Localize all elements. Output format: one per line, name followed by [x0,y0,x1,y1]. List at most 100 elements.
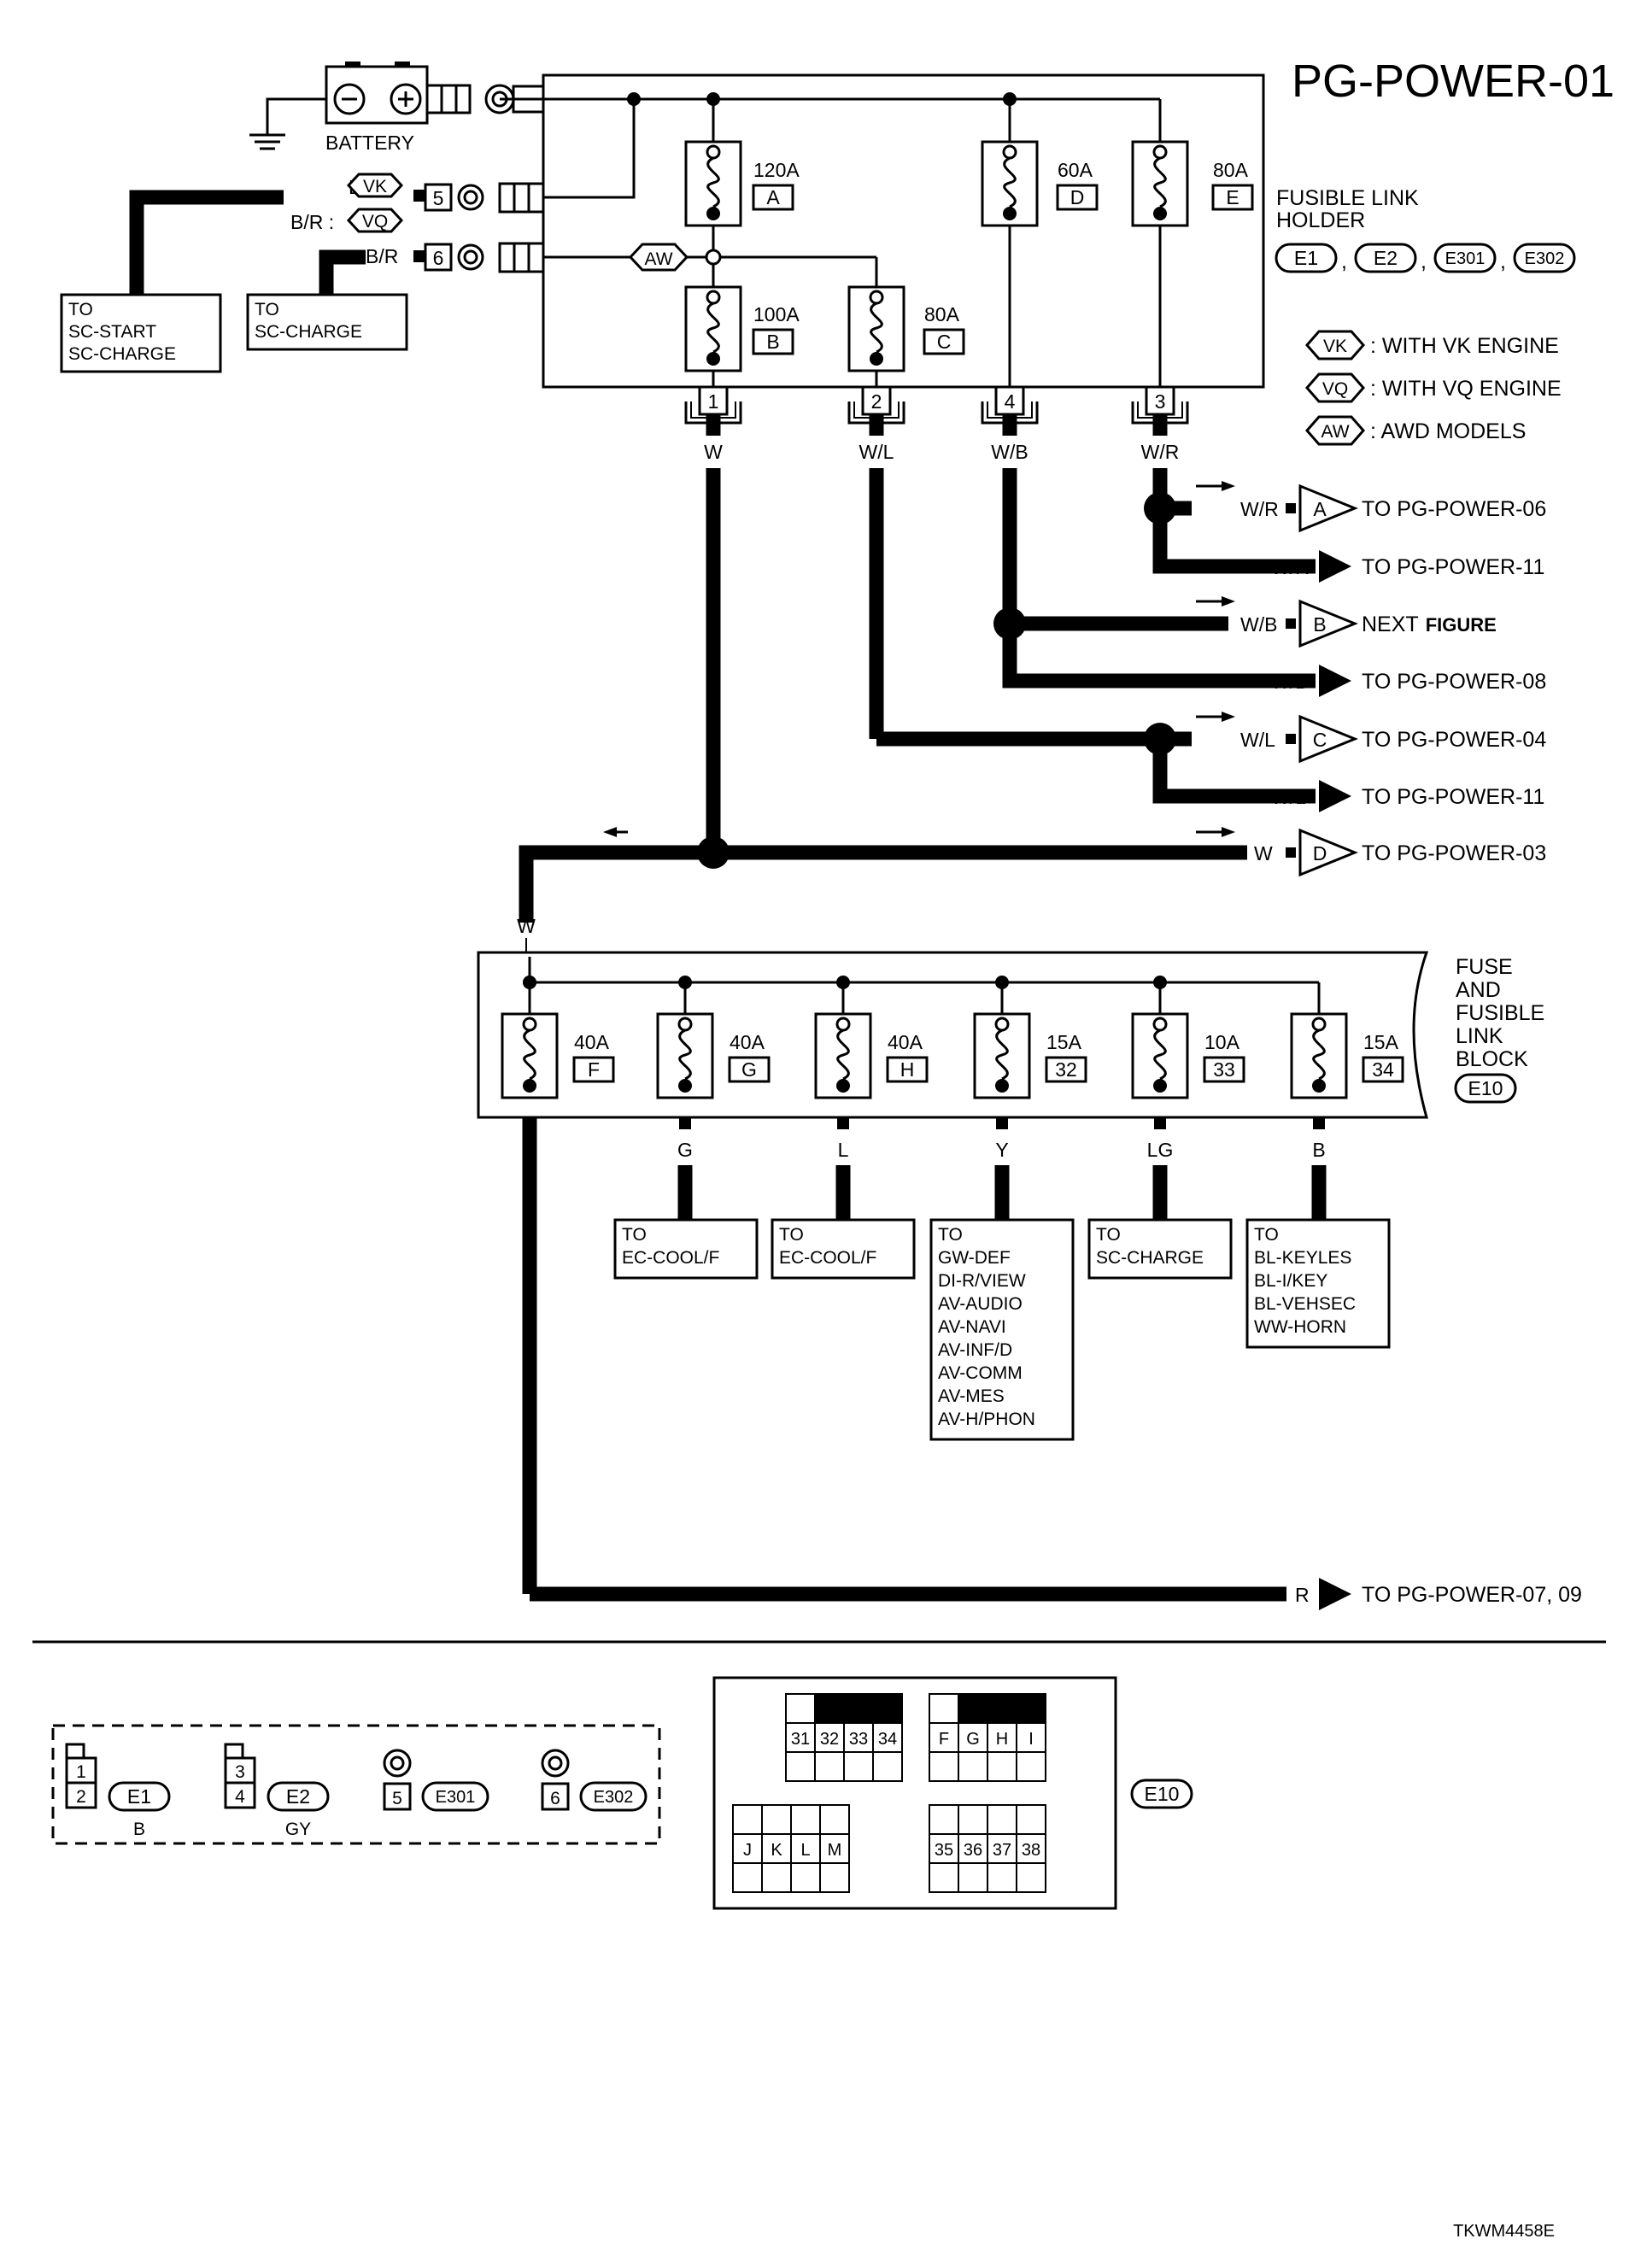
offpage-connector-icon [1298,483,1358,533]
fuse-34-id: 34 [1372,1058,1394,1081]
footer-code: TKWM4458E [1453,2222,1555,2241]
legend-text: : AWD MODELS [1370,419,1526,443]
destination-tag: A [1313,498,1327,520]
to-list-line: BL-KEYLES [1254,1248,1351,1268]
destination-text: TO PG-POWER-07, 09 [1362,1583,1582,1607]
vq-tag [346,208,404,233]
page-title: PG-POWER-01 [1292,56,1614,107]
fuse-g-id: G [741,1058,757,1081]
to-list-line: BL-VEHSEC [1254,1294,1356,1314]
to-list-line: DI-R/VIEW [938,1271,1026,1291]
block-connector-id: E10 [1468,1077,1503,1099]
separator: , [1500,249,1506,273]
fuse-icon [981,140,1039,227]
e10-pin: J [743,1841,752,1860]
fuse-34-rating: 15A [1363,1031,1399,1053]
destination-color: W/R [1271,556,1310,578]
fuse-icon [684,285,742,372]
fusible-link-d-rating: 60A [1058,159,1093,181]
destination-text: TO PG-POWER-08 [1362,670,1546,694]
e10-pin: F [939,1730,949,1749]
offpage-connector-icon [1298,599,1358,648]
to-box-line: SC-CHARGE [68,344,176,364]
battery-symbol: BATTERY [325,62,429,154]
aw-tag: AW [628,243,689,272]
destination-color: W/R [1240,498,1279,520]
fuse-icon [684,140,742,227]
fuse-icon [656,1012,714,1099]
pin: 6 [550,1789,560,1808]
wire-label-w-left: W [517,915,536,937]
pin: 4 [235,1787,245,1807]
fusible-link-c-id: C [937,331,952,353]
terminal-2: 2 [871,390,882,413]
fuse-icon [973,1012,1031,1099]
fuse-wire-color: L [838,1139,849,1161]
destination-text: TO PG-POWER-11 [1362,785,1544,809]
fusible-link-b-rating: 100A [753,303,800,325]
holder-connector-tags: E1 , E2 , E301 , E302 [1275,243,1576,273]
fusible-link-e-id: E [1226,186,1239,208]
block-title-line: AND [1456,978,1501,1002]
to-box-line: TO [255,300,279,319]
connector-id: E302 [594,1788,634,1807]
to-list-line: AV-AUDIO [938,1294,1023,1314]
connector-id: E1 [127,1785,151,1808]
legend-tag: VQ [1322,379,1348,399]
wire-label-t4: W/B [991,441,1028,463]
to-list-line: AV-NAVI [938,1317,1006,1337]
splice-w [697,836,730,869]
vq-tag-label: VQ [362,212,388,231]
to-list-line: BL-I/KEY [1254,1271,1327,1291]
offpage-connector-icon [1298,714,1358,764]
e10-pin: K [771,1841,782,1860]
to-list-line: TO [779,1225,804,1245]
battery-label: BATTERY [325,132,414,154]
fusible-link-e-rating: 80A [1213,159,1249,181]
connector-id: E301 [436,1788,476,1807]
to-list-line: AV-COMM [938,1363,1023,1383]
fusible-link-c-rating: 80A [924,303,960,325]
to-box-line: SC-CHARGE [255,322,362,342]
vk-tag-label: VK [363,177,387,196]
fuse-h-rating: 40A [888,1031,923,1053]
arrow-icon [1319,550,1351,583]
splice-wr [1144,492,1176,525]
connector-view-e301: 5 E301 [383,1749,489,1812]
fuse-33-id: 33 [1213,1058,1235,1081]
to-list-line: WW-HORN [1254,1317,1346,1337]
e10-pin: I [1028,1730,1034,1749]
e10-pin: 33 [849,1730,868,1749]
destination-color: W/L [1271,786,1306,808]
terminal-3: 3 [1155,390,1166,413]
connector-view-e2: 3 4 E2 GY [224,1743,330,1839]
fuse-g-rating: 40A [730,1031,765,1053]
to-list-line: AV-H/PHON [938,1409,1035,1429]
arrow-icon [1319,780,1351,812]
destination-color: R [1295,1584,1310,1606]
wire-to-sc-charge [319,249,366,295]
terminal-4: 4 [1005,390,1016,413]
e10-pin: 31 [791,1730,810,1749]
to-lists: TOEC-COOL/FTOEC-COOL/FTOGW-DEFDI-R/VIEWA… [613,1218,1391,1441]
connector-color: GY [285,1820,311,1839]
e10-pin: L [800,1841,810,1860]
holder-title-2: HOLDER [1276,208,1365,232]
destination-color: W/L [1240,729,1275,751]
e10-pin: 32 [820,1730,839,1749]
to-list-line: TO [1254,1225,1279,1245]
fuse-wire-color: LG [1147,1139,1174,1161]
fuse-wire-color: B [1312,1139,1325,1161]
to-box-line: TO [68,300,93,319]
to-list-line: AV-MES [938,1386,1005,1406]
connector-color: B [133,1820,145,1839]
splice-wl [1144,723,1176,755]
separator: , [1341,249,1347,273]
fuse-icon [814,1012,872,1099]
block-title-line: FUSIBLE [1456,1001,1544,1025]
vk-tag [346,173,404,198]
fuse-icon [501,1012,559,1099]
br-label: B/R : [290,211,334,233]
